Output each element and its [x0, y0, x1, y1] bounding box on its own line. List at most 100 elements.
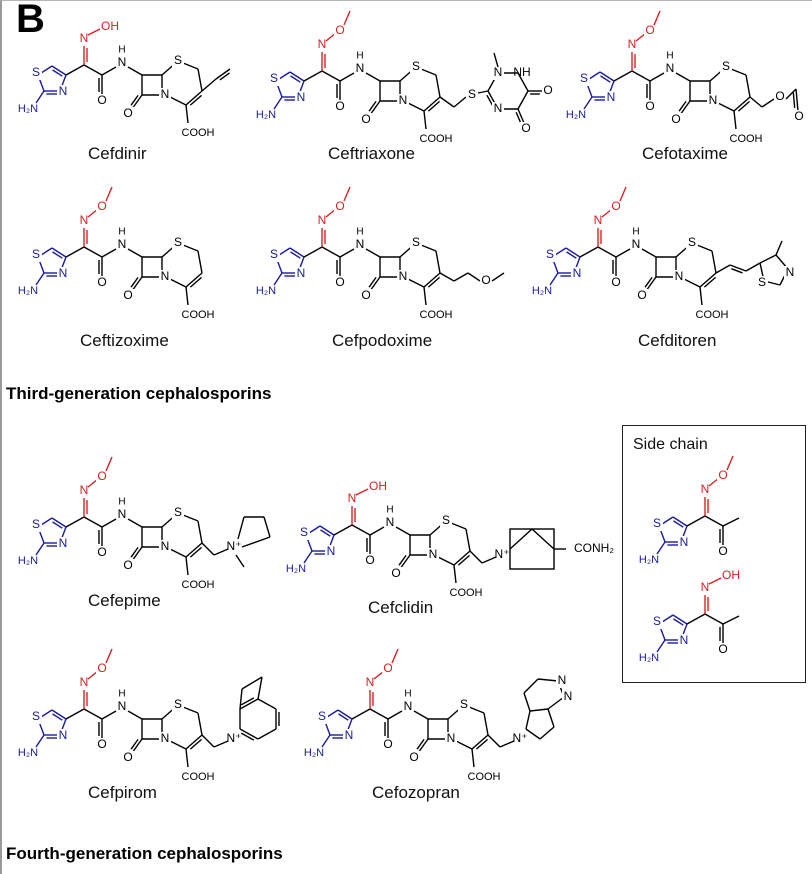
- hydroxyl-group: OH: [369, 479, 387, 493]
- amide-nitrogen: N: [118, 699, 127, 713]
- sulfur-atom: S: [546, 247, 554, 261]
- amine-group: H₂N: [18, 555, 38, 567]
- sulfur-atom: S: [300, 525, 308, 539]
- bond: [263, 516, 271, 538]
- atom-mask: [159, 732, 171, 746]
- atom-mask: [122, 559, 134, 573]
- bond: [197, 520, 203, 544]
- atom-mask: [346, 492, 358, 506]
- bond: [127, 248, 143, 258]
- bond: [749, 96, 763, 108]
- thiazole-bond: [52, 69, 63, 77]
- amine-bond: [656, 639, 666, 653]
- thiazole-bond: [673, 618, 684, 626]
- ester-carbonyl-oxygen: O: [794, 109, 803, 123]
- atom-mask: [699, 581, 711, 595]
- amide-nitrogen: N: [666, 61, 675, 75]
- ring-bond: [703, 276, 717, 288]
- bond: [321, 246, 341, 258]
- amine-group: H₂N: [256, 109, 276, 121]
- ring-sulfur: S: [688, 235, 696, 249]
- ring-bond: [185, 734, 203, 750]
- amide-hydrogen: H: [356, 51, 363, 62]
- bond: [531, 528, 555, 550]
- bond: [517, 90, 529, 110]
- bond: [733, 110, 737, 130]
- amine-group: H₂N: [18, 285, 38, 297]
- oxime-nitrogen: N: [628, 37, 637, 51]
- atom-mask: [96, 94, 108, 108]
- atom-mask: [544, 248, 556, 262]
- sulfur-atom: S: [318, 709, 326, 723]
- drug-name-ceftriaxone: Ceftriaxone: [328, 144, 415, 163]
- ring-sulfur: S: [174, 235, 182, 249]
- bond: [439, 96, 455, 108]
- ring-bond: [427, 100, 441, 112]
- carbonyl-oxygen: O: [718, 642, 727, 656]
- nitrogen-atom: N: [59, 536, 68, 550]
- bond: [641, 248, 657, 258]
- bond: [369, 526, 385, 536]
- ester-oxygen: O: [775, 89, 784, 103]
- atom-mask: [122, 107, 134, 121]
- atom-mask: [636, 289, 648, 303]
- amine-bond: [35, 90, 45, 104]
- oxime-oxygen: O: [97, 661, 106, 675]
- thiazole-bond: [51, 709, 67, 720]
- amine-bond: [35, 272, 45, 286]
- carboxamide-group: CONH₂: [574, 541, 614, 555]
- amine-bond: [273, 272, 283, 286]
- ketone-bond: [517, 108, 525, 124]
- carboxyl-group: COOH: [468, 771, 501, 783]
- ring-bond: [423, 272, 441, 288]
- nitrogen-atom: N: [59, 266, 68, 280]
- methyl-bond: [235, 554, 245, 568]
- atom-mask: [651, 615, 663, 629]
- atom-mask: [334, 200, 346, 214]
- atom-mask: [268, 72, 280, 86]
- atom-mask: [592, 214, 604, 228]
- bond: [101, 710, 117, 720]
- ring-nitrogen: N: [675, 269, 684, 283]
- bond: [351, 524, 371, 536]
- ring-bond: [699, 272, 717, 288]
- thiazole-bond: [51, 517, 67, 528]
- lactam-carbonyl-bond: [131, 276, 143, 292]
- nitrogen-atom: N: [680, 535, 689, 549]
- oxime-oxygen: O: [645, 23, 654, 37]
- vinyl-bond: [215, 68, 231, 80]
- bond: [257, 698, 277, 710]
- carbonyl-oxygen: O: [383, 737, 392, 751]
- thiazole-bond: [289, 247, 305, 258]
- bond: [127, 66, 143, 76]
- atom-mask: [316, 710, 328, 724]
- atom-mask: [96, 470, 108, 484]
- amine-group: H₂N: [18, 747, 38, 759]
- thiazole-bond: [599, 71, 615, 82]
- bond: [197, 250, 203, 274]
- carbonyl-oxygen: O: [97, 545, 106, 559]
- amide-nitrogen: N: [632, 237, 641, 251]
- atom-mask: [78, 32, 90, 46]
- bond: [365, 72, 381, 82]
- carbonyl-oxygen: O: [718, 544, 727, 558]
- ring-sulfur: S: [174, 697, 182, 711]
- bond: [615, 248, 631, 258]
- amide-hydrogen: H: [118, 689, 125, 700]
- sulfur-atom: S: [653, 516, 661, 530]
- bond: [439, 272, 455, 282]
- amide-hydrogen: H: [632, 227, 639, 238]
- atom-mask: [96, 662, 108, 676]
- atom-mask: [756, 276, 768, 290]
- amine-group: H₂N: [639, 652, 659, 664]
- drug-name-cefditoren: Cefditoren: [638, 331, 717, 350]
- bond: [517, 72, 529, 92]
- bond: [537, 678, 559, 682]
- methyl-bond: [105, 648, 113, 664]
- lactam-oxygen: O: [123, 558, 132, 572]
- ring-sulfur: S: [412, 59, 420, 73]
- carbonyl-oxygen: O: [611, 275, 620, 289]
